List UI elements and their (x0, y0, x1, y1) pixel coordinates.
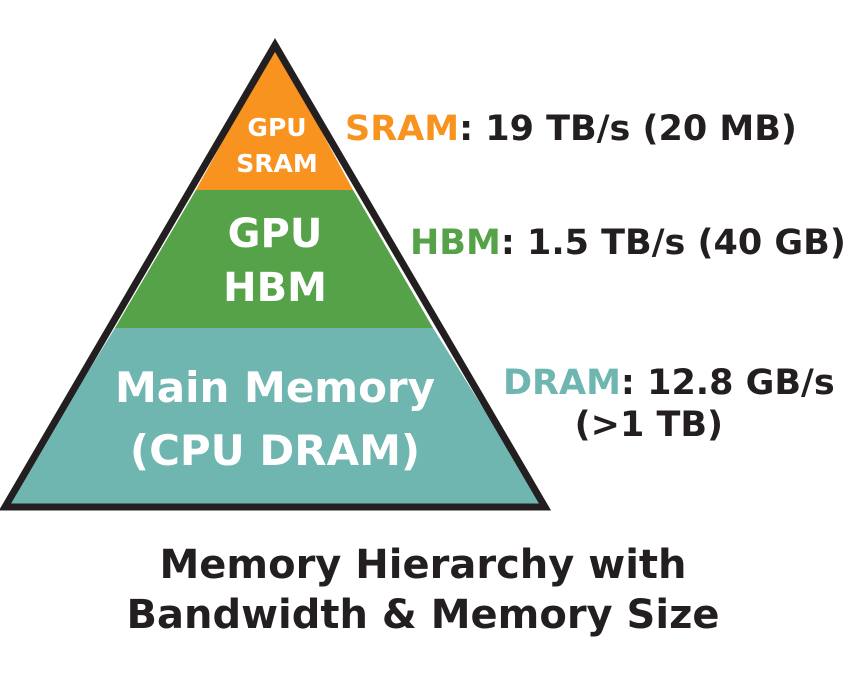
dram-tier (5, 328, 545, 507)
caption-line1: Memory Hierarchy with (159, 542, 687, 588)
sram-tier (196, 45, 353, 190)
dram-key: DRAM (503, 363, 621, 403)
hbm-tier-label-line2: HBM (223, 265, 327, 311)
pyramid-outline (0, 38, 552, 511)
hbm-tier (115, 190, 433, 328)
sram-tier-label-line2: SRAM (236, 149, 317, 178)
hbm-tier-label-line1: GPU (228, 211, 323, 257)
hbm-stats: : 1.5 TB/s (40 GB) (500, 223, 846, 263)
dram-annotation: DRAM: 12.8 GB/s (>1 TB) (503, 362, 835, 446)
hbm-annotation: HBM: 1.5 TB/s (40 GB) (410, 222, 846, 264)
caption: Memory Hierarchy with Bandwidth & Memory… (0, 540, 846, 640)
dram-tier-label-line2: (CPU DRAM) (130, 426, 420, 475)
dram-size: (>1 TB) (574, 405, 724, 445)
sram-annotation: SRAM: 19 TB/s (20 MB) (345, 108, 797, 150)
dram-bandwidth: : 12.8 GB/s (620, 363, 835, 403)
dram-tier-label-line1: Main Memory (115, 363, 435, 412)
sram-stats: : 19 TB/s (20 MB) (459, 109, 797, 149)
sram-key: SRAM (345, 109, 460, 149)
hbm-key: HBM (410, 223, 501, 263)
sram-tier-label-line1: GPU (247, 113, 306, 142)
caption-line2: Bandwidth & Memory Size (126, 592, 720, 638)
